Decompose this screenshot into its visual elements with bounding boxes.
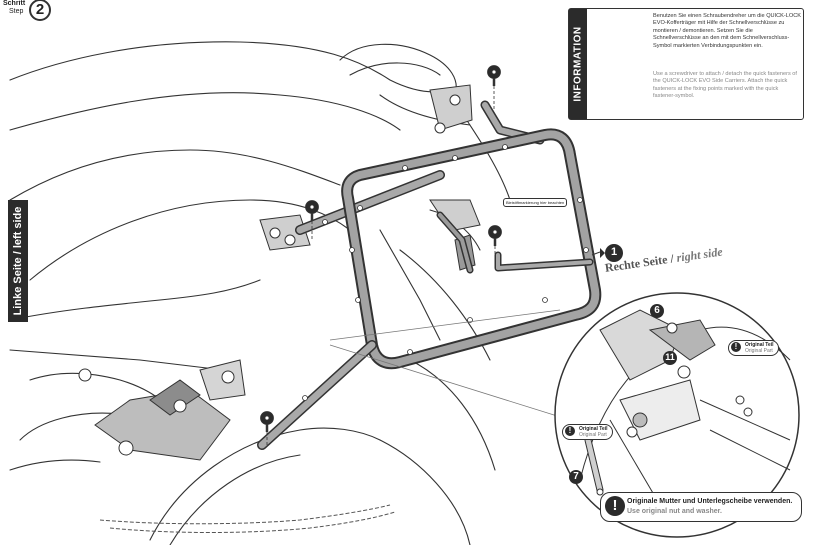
warning-icon: !	[565, 426, 575, 436]
note-text-de: Originale Mutter und Unterlegscheibe ver…	[627, 498, 793, 505]
information-text-de: Benutzen Sie einen Schraubendreher um di…	[653, 13, 802, 49]
left-side-label: Linke Seite / left side	[12, 206, 24, 316]
info-part-2: 2	[630, 47, 636, 56]
original-nut-note: ! Originale Mutter und Unterlegscheibe v…	[600, 492, 802, 522]
step-label-de: Schritt	[3, 0, 26, 7]
step-label-en: Step	[9, 8, 24, 15]
info-part-3: 3	[592, 94, 598, 103]
original-part-de: Original Teil	[745, 342, 774, 348]
step-number: 2	[29, 0, 51, 21]
callout-6: 6	[654, 305, 660, 316]
callout-1-marker	[591, 244, 623, 262]
original-part-en: Original Part	[579, 432, 607, 438]
information-title: INFORMATION	[572, 26, 584, 102]
chain	[99, 504, 396, 533]
callout-1: 1	[610, 246, 618, 258]
information-tab: INFORMATION	[569, 9, 587, 119]
warning-icon: !	[605, 496, 625, 516]
motorcycle-outline	[9, 41, 511, 546]
pencil-mark-hint-text: Bleistiftmarkierung hier beachten	[506, 200, 565, 205]
bracket-shapes	[78, 84, 481, 461]
part-number-markers	[569, 304, 677, 484]
right-side-separator: /	[669, 251, 675, 266]
side-carrier-frame	[257, 100, 602, 450]
original-part-de: Original Teil	[579, 426, 608, 432]
guide-dashes	[266, 86, 496, 445]
step-badge: Schritt Step 2	[0, 0, 51, 22]
left-side-tab: Linke Seite / left side	[8, 200, 28, 322]
note-text-en: Use original nut and washer.	[627, 508, 722, 515]
information-text-en: Use a screwdriver to attach / detach the…	[653, 71, 797, 100]
callout-11: 11	[665, 352, 675, 362]
pencil-mark-hint: Bleistiftmarkierung hier beachten	[503, 198, 568, 207]
information-panel: INFORMATION Benutzen Sie einen Schrauben…	[568, 8, 804, 120]
callout-7: 7	[573, 471, 579, 482]
original-part-callout-top: ! Original Teil Original Part	[728, 340, 779, 356]
original-part-en: Original Part	[745, 348, 773, 354]
original-part-callout-left: ! Original Teil Original Part	[562, 424, 613, 440]
quick-fastener-icons	[260, 65, 502, 432]
warning-icon: !	[731, 342, 741, 352]
